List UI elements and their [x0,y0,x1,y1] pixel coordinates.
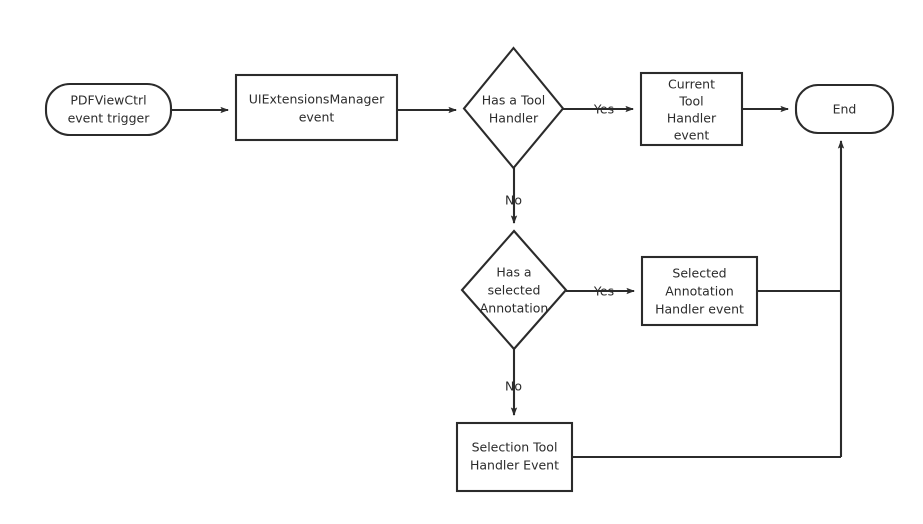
current-tool-handler-label-line4: event [674,128,710,143]
selected-annotation-handler-label-line3: Handler event [655,302,744,317]
current-tool-handler-shape [639,71,744,147]
has-selected-annotation-label-line2: selected [488,283,541,298]
current-tool-handler-label-line2: Tool [678,94,703,109]
node-start[interactable]: PDFViewCtrl event trigger [44,82,173,137]
selected-annotation-handler-label-line1: Selected [672,266,726,281]
edge-label-tool-no: No [505,193,522,208]
uiextensionsmanager-label-line1: UIExtensionsManager [249,92,385,107]
has-tool-handler-diamond [462,46,565,170]
selection-tool-handler-shape [455,421,574,493]
node-has-selected-annotation-decision[interactable]: Has a selected Annotation [460,229,568,351]
current-tool-handler-label-line1: Current [668,77,715,92]
selected-annotation-handler-shape [640,255,759,327]
end-shape [794,83,895,135]
node-end[interactable]: End [794,83,895,135]
start-label-line2: event trigger [68,111,151,126]
edge-label-annotation-yes: Yes [593,284,614,299]
node-current-tool-handler-event[interactable]: Current Tool Handler event [639,71,744,147]
selection-tool-handler-label-line1: Selection Tool [472,440,558,455]
start-shape [44,82,173,137]
start-label-line1: PDFViewCtrl [70,93,146,108]
current-tool-handler-label-line3: Handler [667,111,717,126]
node-has-tool-handler-decision[interactable]: Has a Tool Handler [462,46,565,170]
end-label: End [833,102,857,117]
has-selected-annotation-diamond [460,229,568,351]
has-tool-handler-label-line1: Has a Tool [482,93,545,108]
node-selected-annotation-handler-event[interactable]: Selected Annotation Handler event [640,255,759,327]
selected-annotation-handler-label-line2: Annotation [665,284,734,299]
has-tool-handler-label-line2: Handler [489,111,539,126]
uiextensionsmanager-shape [234,73,399,142]
uiextensionsmanager-label-line2: event [299,110,335,125]
has-selected-annotation-label-line1: Has a [496,265,531,280]
node-uiextensionsmanager-event[interactable]: UIExtensionsManager event [234,73,399,142]
connectors [171,105,845,459]
has-selected-annotation-label-line3: Annotation [480,301,549,316]
edge-label-annotation-no: No [505,379,522,394]
edge-label-tool-yes: Yes [593,102,614,117]
selection-tool-handler-label-line2: Handler Event [470,458,559,473]
node-selection-tool-handler-event[interactable]: Selection Tool Handler Event [455,421,574,493]
